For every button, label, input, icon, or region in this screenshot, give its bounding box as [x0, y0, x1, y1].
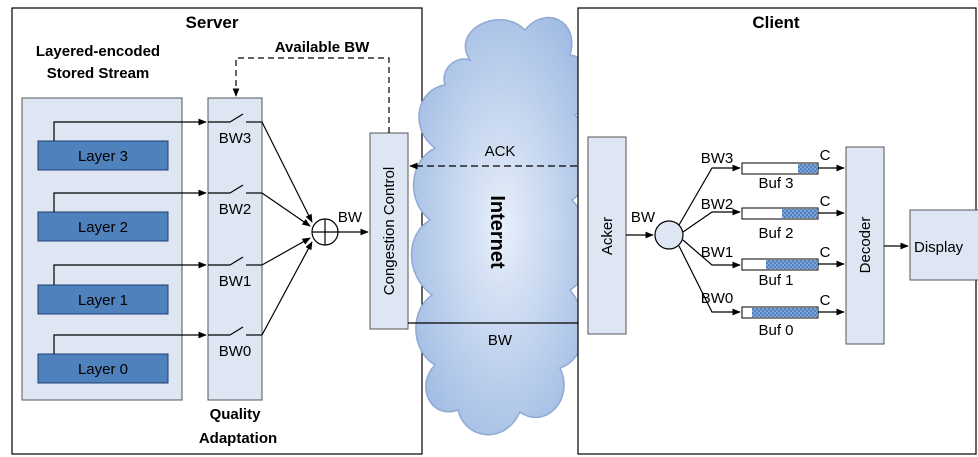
congestion-control-label: Congestion Control — [381, 167, 398, 295]
layer-0: Layer 0 — [37, 353, 169, 384]
split-node — [654, 220, 684, 250]
switches — [208, 113, 262, 336]
quality-label-line1: Quality — [210, 406, 262, 423]
consume-label-2: C — [820, 193, 831, 210]
buffer-3 — [741, 162, 819, 175]
switch-label-bw1: BW1 — [219, 273, 252, 290]
consume-label-1: C — [820, 244, 831, 261]
switch-label-bw0: BW0 — [219, 343, 252, 360]
buffer-0 — [741, 306, 819, 319]
branch-label-bw2: BW2 — [701, 196, 734, 213]
display-label: Display — [914, 239, 964, 256]
ack-label: ACK — [485, 143, 516, 160]
layer-2: Layer 2 — [37, 211, 169, 242]
consume-arrows — [818, 164, 845, 316]
layer-2-label: Layer 2 — [78, 219, 128, 236]
buffer-label-2: Buf 2 — [758, 225, 793, 242]
buffer-label-0: Buf 0 — [758, 322, 793, 339]
quality-adaptation-panel — [207, 97, 263, 401]
decoder-box — [845, 146, 885, 345]
stream-title-line1: Layered-encoded — [36, 43, 160, 60]
branch-label-bw3: BW3 — [701, 150, 734, 167]
available-bw-feedback — [232, 57, 390, 133]
split-branches — [678, 164, 741, 316]
available-bw-label: Available BW — [275, 39, 370, 56]
layer-1: Layer 1 — [37, 284, 169, 315]
consume-label-0: C — [820, 292, 831, 309]
buffer-label-3: Buf 3 — [758, 175, 793, 192]
acker-label: Acker — [599, 217, 616, 255]
branch-label-bw1: BW1 — [701, 244, 734, 261]
layer-0-label: Layer 0 — [78, 361, 128, 378]
decoder-label: Decoder — [857, 217, 874, 274]
stream-title-line2: Stored Stream — [47, 65, 150, 82]
layer-to-switch-lines — [53, 118, 207, 354]
display-box — [909, 209, 978, 281]
buffer-1 — [741, 258, 819, 271]
switch-label-bw3: BW3 — [219, 130, 252, 147]
sum-bw-label: BW — [338, 209, 363, 226]
server-title: Server — [186, 13, 239, 32]
internet-label: Internet — [486, 195, 508, 269]
sum-node — [311, 218, 339, 246]
branch-label-bw0: BW0 — [701, 290, 734, 307]
acker-box — [587, 136, 627, 335]
quality-label-line2: Adaptation — [199, 430, 277, 447]
buffer-2 — [741, 207, 819, 220]
client-title: Client — [752, 13, 800, 32]
layer-3: Layer 3 — [37, 140, 169, 171]
buffer-label-1: Buf 1 — [758, 272, 793, 289]
layer-3-label: Layer 3 — [78, 148, 128, 165]
layer-1-label: Layer 1 — [78, 292, 128, 309]
consume-label-3: C — [820, 147, 831, 164]
switch-to-sum-lines — [261, 121, 313, 336]
split-bw-label: BW — [631, 209, 656, 226]
switch-label-bw2: BW2 — [219, 201, 252, 218]
network-bw-label: BW — [488, 332, 513, 349]
